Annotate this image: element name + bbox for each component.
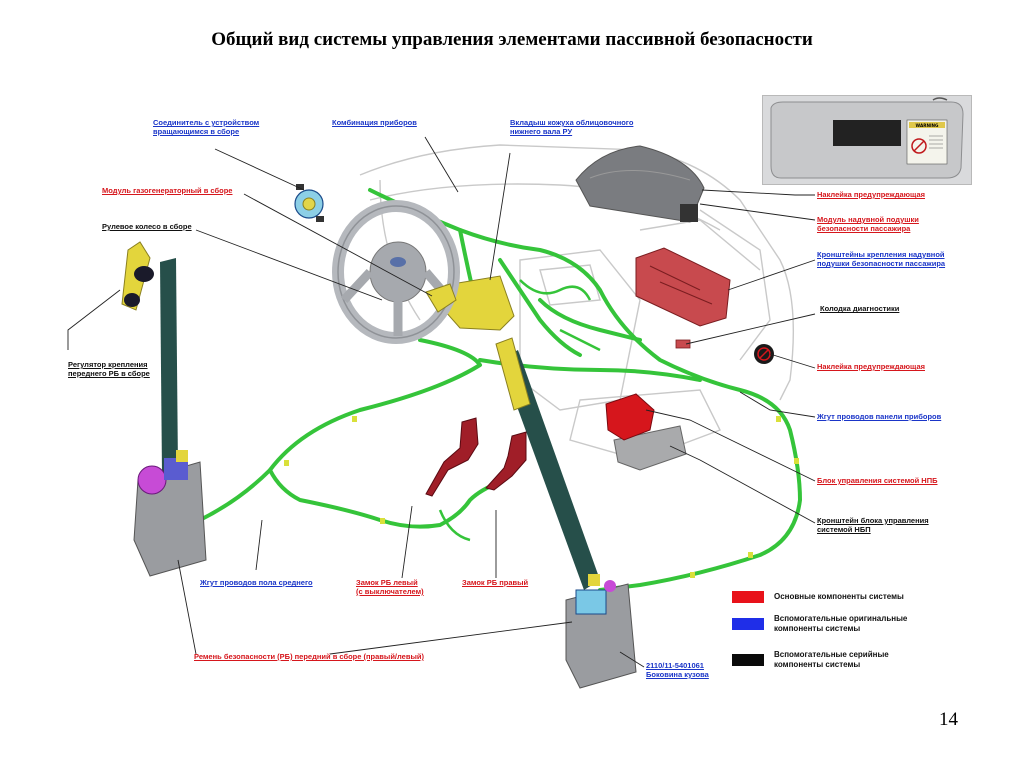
- label-passenger-airbag-module: Модуль надувной подушки безопасности пас…: [817, 215, 919, 233]
- label-warning-sticker-right: Наклейка предупреждающая: [817, 362, 925, 371]
- page-title: Общий вид системы управления элементами …: [211, 29, 813, 50]
- wiring-harness: [148, 188, 802, 592]
- srs-control-unit: [605, 393, 687, 471]
- harness-branch: [438, 279, 601, 542]
- legend-swatch-main: [732, 591, 764, 603]
- dashboard-outline: [359, 144, 795, 461]
- left-seat-belt: [160, 258, 178, 474]
- right-seat-belt: [495, 337, 600, 590]
- legend-swatch-aux-serial: [732, 654, 764, 666]
- harness-clips: [284, 416, 799, 578]
- label-column-cover-insert: Вкладыш кожуха облицовочного нижнего вал…: [510, 118, 634, 136]
- page-number: 14: [939, 709, 958, 730]
- legend-label-aux-serial: Вспомогательные серийные компоненты сист…: [774, 650, 889, 669]
- legend-label-aux-original: Вспомогательные оригинальные компоненты …: [774, 614, 908, 633]
- passenger-airbag-brackets: [635, 247, 731, 327]
- buckle-left: [425, 417, 479, 497]
- legend-swatch-aux-original: [732, 618, 764, 630]
- label-steering-wheel: Рулевое колесо в сборе: [102, 222, 192, 231]
- label-control-unit-bracket: Кронштейн блока управления системой НБП: [817, 516, 929, 534]
- label-body-side: 2110/11-5401061 Боковина кузова: [646, 661, 709, 679]
- leader-lines: [67, 136, 816, 668]
- label-diagnostic-connector: Колодка диагностики: [820, 304, 900, 313]
- warning-sticker-text: WARNING: [916, 123, 939, 128]
- gas-generator-module: [425, 283, 457, 313]
- label-front-seat-belt: Ремень безопасности (РБ) передний в сбор…: [194, 652, 424, 661]
- label-passenger-airbag-brackets: Кронштейны крепления надувной подушки бе…: [817, 250, 946, 268]
- label-gas-generator-module: Модуль газогенераторный в сборе: [102, 186, 233, 195]
- label-instrument-cluster: Комбинация приборов: [332, 118, 417, 127]
- label-connector: Соединитель с устройством вращающимся в …: [153, 118, 260, 136]
- legend-label-main: Основные компоненты системы: [774, 592, 904, 601]
- label-buckle-left: Замок РБ левый (с выключателем): [356, 578, 424, 596]
- label-belt-height-adjuster: Регулятор крепления переднего РБ в сборе: [68, 360, 150, 378]
- passenger-airbag-cover: [575, 145, 705, 223]
- left-retractor: [133, 450, 207, 577]
- label-srs-control-unit: Блок управления системой НПБ: [817, 476, 938, 485]
- clock-spring: [294, 184, 324, 222]
- sun-visor-photo: WARNING: [762, 95, 972, 185]
- label-buckle-right: Замок РБ правый: [462, 578, 529, 587]
- steering-wheel: [332, 200, 460, 344]
- belt-height-adjuster: [121, 241, 154, 311]
- label-floor-harness: Жгут проводов пола среднего: [200, 578, 313, 587]
- label-dashboard-harness: Жгут проводов панели приборов: [817, 412, 942, 421]
- label-warning-sticker-top: Наклейка предупреждающая: [817, 190, 925, 199]
- right-retractor: [565, 574, 637, 689]
- diagnostic-connector: [675, 339, 691, 349]
- buckle-right: [485, 431, 527, 491]
